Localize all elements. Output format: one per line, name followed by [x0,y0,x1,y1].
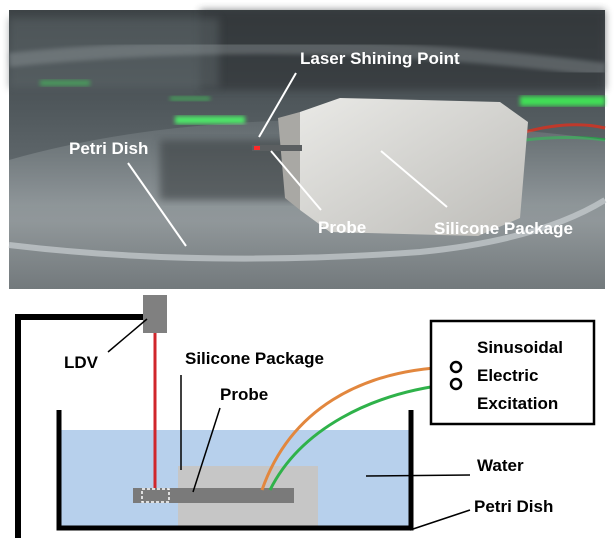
ldv-stand [15,314,145,538]
green-glow [520,96,605,106]
silicone-package-schematic-label: Silicone Package [185,349,324,368]
wire-green [268,382,453,491]
petri-dish-label: Petri Dish [69,139,148,158]
photo-panel: Laser Shining Point Petri Dish Probe Sil… [8,10,607,289]
probe-body [252,145,302,151]
excitation-label-line1: Sinusoidal [477,338,563,357]
water-label: Water [477,456,524,475]
ldv-leader [107,318,148,353]
probe-leader [270,150,322,211]
silicone-package-left [278,112,300,210]
petri-dish-schematic-leader [409,509,471,531]
petri-dish-edge [8,197,607,262]
laser-spot [254,146,260,150]
green-glow [175,116,245,124]
silicone-package [300,98,528,236]
wire-orange [260,365,453,491]
water-leader [365,474,471,477]
probe-schematic-leader [192,407,221,493]
schematic-panel: LDV Silicone Package Probe Water Petri D… [15,295,596,538]
terminal-1 [449,360,463,374]
photo-wire [524,123,606,134]
terminal-2 [449,377,463,391]
petri-dish-schematic-label: Petri Dish [474,497,553,516]
green-glow [170,96,210,101]
excitation-label-line3: Excitation [477,394,558,413]
petri-dish-leader [127,162,187,247]
laser-point-leader [258,72,297,138]
excitation-label-line2: Electric [477,366,538,385]
probe-label: Probe [318,218,366,237]
silicone-leader [380,150,448,208]
petri-dish-schematic [56,410,414,531]
green-glow [40,80,90,86]
ldv-head [143,295,167,333]
probe-schematic-label: Probe [220,385,268,404]
ldv-label: LDV [64,353,99,372]
silicone-package-label: Silicone Package [434,219,573,238]
probe-schematic [133,488,294,503]
petri-dish-edge [8,40,606,77]
laser-point-label: Laser Shining Point [300,49,460,68]
